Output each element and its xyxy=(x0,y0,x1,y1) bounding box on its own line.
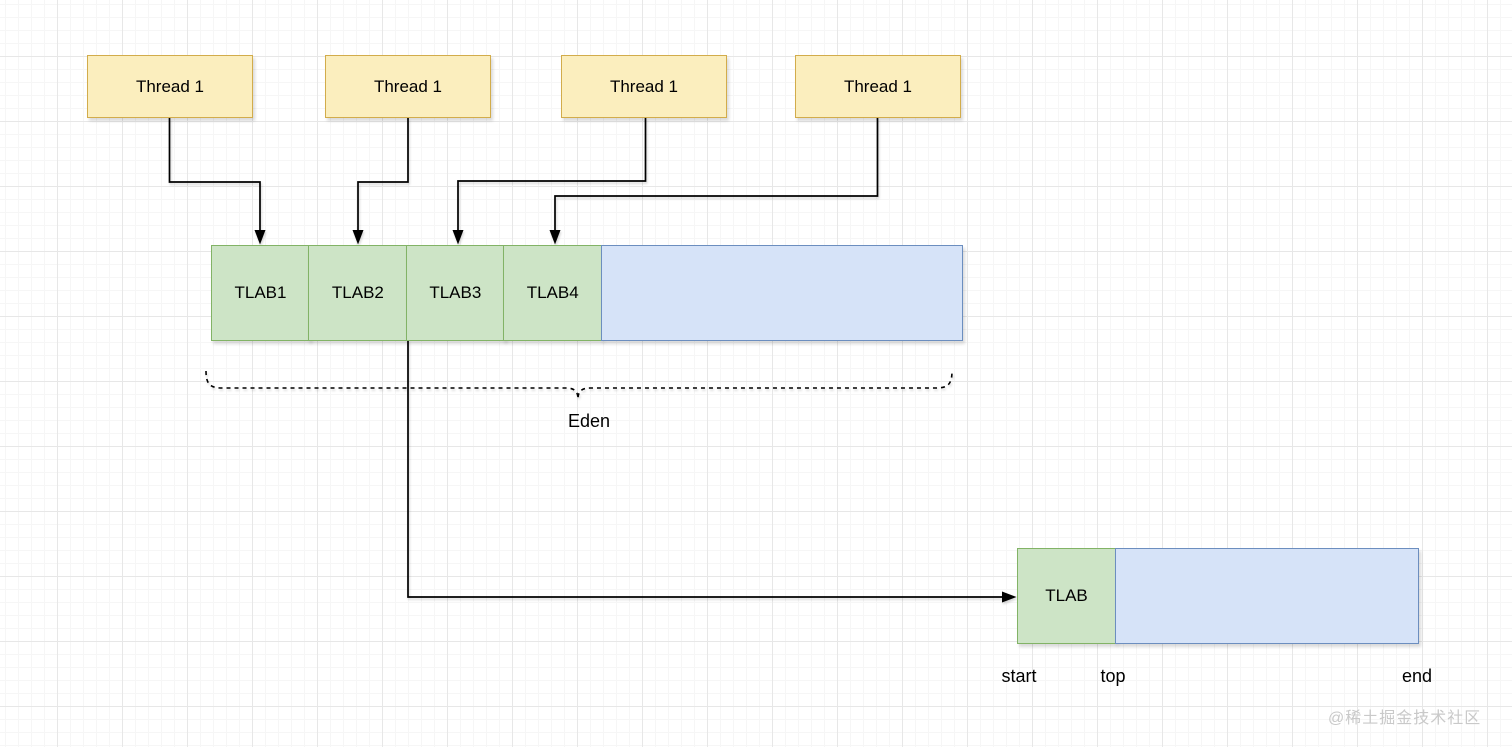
end-label: end xyxy=(1401,666,1433,686)
tlab3-cell: TLAB3 xyxy=(405,245,505,341)
top-label: top xyxy=(1100,666,1126,686)
tlab4-cell: TLAB4 xyxy=(503,245,603,341)
arrow-right-icon xyxy=(1002,591,1017,603)
connector-thread2-tlab2 xyxy=(357,118,409,231)
tlab-cell-label: TLAB3 xyxy=(429,283,482,302)
eden-free-space xyxy=(600,245,963,341)
start-label: start xyxy=(1001,666,1037,686)
arrowheads xyxy=(254,230,1017,603)
thread-box-3: Thread 1 xyxy=(561,55,727,118)
thread-box-label: Thread 1 xyxy=(609,76,679,96)
connector-thread1-tlab1 xyxy=(168,118,261,231)
eden-brace xyxy=(205,370,953,400)
thread-box-label: Thread 1 xyxy=(843,76,913,96)
detail-tlab-label: TLAB xyxy=(1045,586,1088,605)
thread-box-label: Thread 1 xyxy=(135,76,205,96)
thread-box-1: Thread 1 xyxy=(87,55,253,118)
tlab-cell-label: TLAB1 xyxy=(234,283,287,302)
tlab-cell-label: TLAB4 xyxy=(526,283,579,302)
thread-box-4: Thread 1 xyxy=(795,55,961,118)
thread-box-2: Thread 1 xyxy=(325,55,491,118)
tlab-cell-label: TLAB2 xyxy=(331,283,384,302)
arrow-down-icon xyxy=(254,230,266,245)
connector-thread4-tlab4 xyxy=(554,118,879,231)
eden-region: TLAB1 TLAB2 TLAB3 TLAB4 xyxy=(211,245,963,341)
tlab2-cell: TLAB2 xyxy=(308,245,408,341)
watermark: @稀土掘金技术社区 xyxy=(1328,710,1482,727)
arrow-down-icon xyxy=(452,230,464,245)
thread-connectors xyxy=(168,118,1002,598)
detail-free-space xyxy=(1114,548,1419,644)
arrow-down-icon xyxy=(549,230,561,245)
detail-tlab-box: TLAB xyxy=(1017,548,1116,644)
arrow-down-icon xyxy=(352,230,364,245)
thread-box-label: Thread 1 xyxy=(373,76,443,96)
connector-tlab2-detail xyxy=(407,341,1002,598)
connector-thread3-tlab3 xyxy=(457,118,647,231)
tlab1-cell: TLAB1 xyxy=(211,245,310,341)
eden-label: Eden xyxy=(567,411,611,431)
